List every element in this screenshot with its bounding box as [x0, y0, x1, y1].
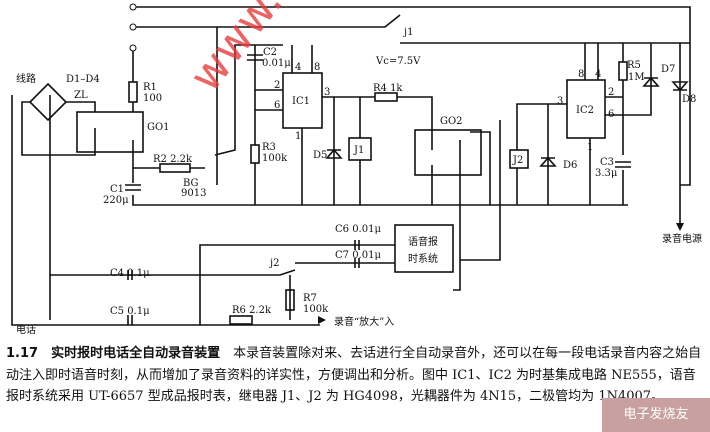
svg-text:R7: R7	[303, 293, 317, 304]
ic2-box	[566, 79, 606, 139]
voice-time-system-box	[394, 224, 454, 273]
svg-text:录音“放大”入: 录音“放大”入	[334, 315, 394, 328]
diode-d7	[642, 76, 660, 87]
svg-text:C6 0.01μ: C6 0.01μ	[335, 224, 381, 235]
svg-text:4: 4	[295, 62, 301, 73]
svg-text:GO2: GO2	[440, 116, 463, 127]
diode-d5	[325, 148, 343, 159]
bridge-rectifier	[28, 82, 68, 122]
svg-text:C5 0.1μ: C5 0.1μ	[110, 306, 150, 317]
resistor-r4	[374, 92, 398, 102]
caption: 1.17 实时报时电话全自动录音装置 本录音装置除对来、去话进行全自动录音外，还…	[6, 343, 706, 408]
svg-text:220μ: 220μ	[103, 195, 129, 206]
svg-text:电话: 电话	[16, 323, 36, 336]
svg-text:1: 1	[295, 131, 301, 142]
svg-text:R2 2.2k: R2 2.2k	[153, 154, 193, 165]
capacitor-c2	[247, 54, 263, 61]
svg-text:6: 6	[608, 109, 614, 120]
svg-text:4: 4	[595, 69, 601, 80]
svg-text:D7: D7	[661, 64, 675, 75]
svg-text:IC1: IC1	[292, 96, 310, 107]
diode-d8	[671, 81, 689, 92]
svg-text:C1: C1	[110, 184, 124, 195]
svg-text:C3: C3	[600, 157, 614, 168]
svg-text:0.01μ: 0.01μ	[262, 58, 291, 69]
svg-text:3: 3	[557, 96, 563, 107]
svg-text:R3: R3	[262, 142, 276, 153]
svg-text:D1–D4: D1–D4	[66, 74, 100, 85]
svg-text:1M: 1M	[628, 72, 645, 83]
resistor-r1	[128, 81, 138, 103]
resistor-r3	[250, 144, 260, 164]
svg-text:R6 2.2k: R6 2.2k	[232, 305, 272, 316]
terminal-3	[129, 44, 137, 52]
svg-text:R1: R1	[143, 82, 157, 93]
caption-title: 1.17 实时报时电话全自动录音装置	[6, 346, 221, 361]
svg-text:2: 2	[274, 80, 280, 91]
optocoupler-go2	[414, 129, 482, 176]
svg-text:8: 8	[578, 69, 584, 80]
svg-text:100k: 100k	[262, 153, 288, 164]
resistor-r7	[285, 289, 295, 311]
svg-text:j2: j2	[269, 258, 279, 269]
svg-text:100: 100	[143, 93, 162, 104]
svg-text:J2: J2	[512, 155, 523, 166]
ic1-box	[282, 72, 323, 129]
svg-text:3.3μ: 3.3μ	[595, 168, 618, 179]
svg-text:2: 2	[608, 87, 614, 98]
svg-text:8: 8	[314, 62, 320, 73]
svg-text:R4 1k: R4 1k	[373, 83, 403, 94]
caption-body: 本录音装置除对来、去话进行全自动录音外，还可以在每一段电话录音内容之始自动注入即…	[6, 346, 702, 404]
svg-text:BG: BG	[183, 178, 199, 189]
svg-text:C4 0.1μ: C4 0.1μ	[110, 268, 150, 279]
resistor-r2	[159, 163, 191, 173]
svg-text:j1: j1	[403, 27, 413, 38]
svg-text:C2: C2	[263, 47, 277, 58]
relay-j2	[509, 149, 529, 169]
capacitors-c4-c7	[127, 240, 360, 325]
svg-text:IC2: IC2	[576, 105, 594, 116]
components	[28, 3, 689, 325]
svg-text:语音报: 语音报	[408, 235, 438, 248]
site-logo: 电子发烧友 elecfans.com	[602, 398, 710, 432]
svg-text:6: 6	[274, 100, 280, 111]
svg-text:线路: 线路	[16, 72, 36, 85]
svg-text:录音电源: 录音电源	[662, 232, 702, 245]
terminal-1	[129, 3, 137, 11]
terminal-2	[129, 23, 137, 31]
svg-text:1: 1	[587, 142, 593, 153]
svg-text:9013: 9013	[181, 188, 206, 199]
relay-j1	[348, 137, 372, 161]
svg-text:J1: J1	[353, 145, 364, 156]
resistor-r5	[618, 61, 628, 81]
svg-text:100k: 100k	[303, 304, 329, 315]
svg-text:GO1: GO1	[147, 122, 170, 133]
svg-text:时系统: 时系统	[408, 252, 438, 265]
arrow-rec-power	[676, 223, 684, 231]
capacitor-c1	[125, 184, 141, 191]
svg-text:ZL: ZL	[74, 90, 88, 101]
svg-text:C7 0.01μ: C7 0.01μ	[335, 250, 381, 261]
svg-text:D8: D8	[682, 94, 696, 105]
svg-text:3: 3	[324, 87, 330, 98]
diode-d6	[539, 156, 557, 167]
svg-text:D5: D5	[313, 150, 327, 161]
svg-text:R5: R5	[627, 60, 641, 71]
svg-text:Vc=7.5V: Vc=7.5V	[375, 56, 421, 67]
resistor-r6	[229, 315, 253, 325]
optocoupler-go1	[76, 111, 144, 153]
capacitor-c3	[615, 161, 631, 168]
svg-text:D6: D6	[563, 160, 577, 171]
arrow-rec-in	[318, 316, 326, 324]
